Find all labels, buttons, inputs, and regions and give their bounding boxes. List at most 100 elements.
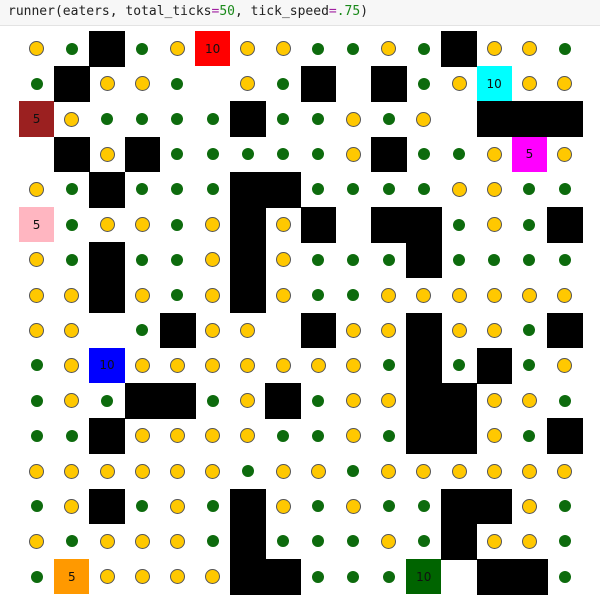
yellow-pellet <box>169 498 185 514</box>
wall <box>406 207 442 243</box>
yellow-pellet <box>134 428 150 444</box>
yellow-pellet <box>205 322 221 338</box>
yellow-pellet <box>521 287 537 303</box>
green-pellet <box>523 324 536 337</box>
green-pellet <box>453 359 465 372</box>
yellow-pellet <box>521 533 537 549</box>
wall <box>230 242 266 278</box>
yellow-pellet <box>381 393 397 409</box>
green-pellet <box>65 42 78 55</box>
yellow-pellet <box>169 569 185 585</box>
yellow-pellet <box>99 533 115 549</box>
yellow-pellet <box>557 357 573 373</box>
code-line: runner(eaters, total_ticks=50, tick_spee… <box>8 4 368 20</box>
yellow-pellet <box>486 287 502 303</box>
wall <box>265 559 302 595</box>
green-pellet <box>65 253 78 266</box>
yellow-pellet <box>205 569 221 585</box>
green-pellet <box>241 465 254 477</box>
green-pellet <box>206 113 219 125</box>
yellow-pellet <box>169 357 185 373</box>
code-param-text: , tick_speed <box>234 4 329 19</box>
yellow-pellet <box>134 287 150 303</box>
green-pellet <box>171 113 184 125</box>
wall <box>230 523 266 560</box>
green-pellet <box>347 570 360 583</box>
green-pellet <box>382 570 395 583</box>
green-pellet <box>171 77 184 90</box>
green-pellet <box>65 429 78 442</box>
yellow-pellet <box>134 463 150 479</box>
wall <box>124 136 161 173</box>
code-tick-speed-value: .75 <box>336 4 361 19</box>
yellow-pellet <box>205 252 221 268</box>
green-pellet <box>347 289 360 301</box>
green-pellet <box>312 570 325 583</box>
green-pellet <box>30 500 43 513</box>
yellow-pellet <box>29 252 45 268</box>
yellow-pellet <box>486 146 502 162</box>
eater: 5 <box>19 207 55 243</box>
green-pellet <box>171 183 184 196</box>
green-pellet <box>417 77 430 90</box>
green-pellet <box>453 253 465 266</box>
yellow-pellet <box>521 463 537 479</box>
wall <box>89 277 126 314</box>
green-pellet <box>523 429 536 442</box>
eater-label: 10 <box>204 41 221 56</box>
yellow-pellet <box>451 181 467 197</box>
green-pellet <box>523 183 536 196</box>
yellow-pellet <box>486 322 502 338</box>
yellow-pellet <box>275 357 291 373</box>
eater: 5 <box>54 559 90 595</box>
green-pellet <box>312 183 325 196</box>
eater: 10 <box>476 66 512 102</box>
code-cell[interactable]: runner(eaters, total_ticks=50, tick_spee… <box>0 0 600 26</box>
eater: 10 <box>195 31 231 67</box>
wall <box>124 383 161 419</box>
yellow-pellet <box>64 498 80 514</box>
yellow-pellet <box>451 322 467 338</box>
yellow-pellet <box>134 533 150 549</box>
wall <box>406 347 442 384</box>
green-pellet <box>558 42 571 55</box>
green-pellet <box>277 148 289 161</box>
green-pellet <box>241 148 254 161</box>
green-pellet <box>382 183 395 196</box>
yellow-pellet <box>169 533 185 549</box>
yellow-pellet <box>275 498 291 514</box>
yellow-pellet <box>486 181 502 197</box>
eater-label: 5 <box>32 217 41 232</box>
yellow-pellet <box>29 322 45 338</box>
yellow-pellet <box>381 322 397 338</box>
green-pellet <box>136 500 149 513</box>
yellow-pellet <box>275 217 291 233</box>
green-pellet <box>136 42 149 55</box>
wall <box>406 312 442 349</box>
yellow-pellet <box>99 146 115 162</box>
green-pellet <box>312 148 325 161</box>
yellow-pellet <box>381 463 397 479</box>
yellow-pellet <box>29 41 45 57</box>
green-pellet <box>382 253 395 266</box>
code-operator: = <box>211 4 220 19</box>
green-pellet <box>171 253 184 266</box>
yellow-pellet <box>557 463 573 479</box>
green-pellet <box>171 148 184 161</box>
green-pellet <box>523 218 536 231</box>
wall <box>406 242 442 278</box>
yellow-pellet <box>205 463 221 479</box>
yellow-pellet <box>134 569 150 585</box>
wall <box>441 383 478 419</box>
yellow-pellet <box>486 41 502 57</box>
wall <box>511 559 548 595</box>
green-pellet <box>312 429 325 442</box>
yellow-pellet <box>416 111 432 127</box>
yellow-pellet <box>205 428 221 444</box>
wall <box>265 383 302 419</box>
wall <box>89 171 126 208</box>
green-pellet <box>30 77 43 90</box>
wall <box>54 66 90 102</box>
yellow-pellet <box>29 287 45 303</box>
eater: 5 <box>19 101 55 137</box>
